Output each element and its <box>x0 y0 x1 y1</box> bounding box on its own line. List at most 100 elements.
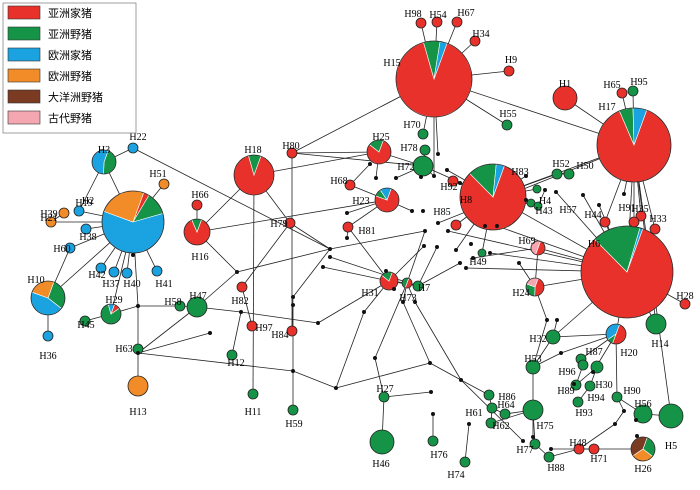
pie-slice <box>247 388 259 400</box>
haplotype-label: H66 <box>191 190 208 201</box>
haplotype-node-h35 <box>635 210 647 222</box>
haplotype-node-h55 <box>501 119 513 131</box>
legend-item-3: 欧洲家猪 <box>7 47 92 62</box>
node-outline <box>530 240 546 256</box>
haplotype-labels: H1H2H3H4H5H6H7H8H9H10H11H12H13H14H15H16H… <box>27 8 693 481</box>
median-vector-dot <box>410 209 414 213</box>
pie-slice <box>226 349 238 361</box>
haplotype-node-h25 <box>366 139 392 165</box>
median-vector-dot <box>471 256 475 260</box>
haplotype-label: H72 <box>397 162 414 173</box>
legend-item-1: 亚洲家猪 <box>7 5 92 20</box>
haplotype-label: H84 <box>271 330 288 341</box>
network-edge <box>241 286 253 327</box>
median-vector-dot <box>549 447 553 451</box>
median-vector-dot <box>428 361 432 365</box>
node-outline <box>459 163 527 231</box>
network-edge <box>402 301 431 364</box>
haplotype-label: H50 <box>576 161 593 172</box>
pie-slice <box>286 325 298 337</box>
haplotype-label: H34 <box>472 29 489 40</box>
haplotype-label: H42 <box>88 270 105 281</box>
median-vector-dot <box>521 439 525 443</box>
haplotype-node-h70 <box>417 128 429 140</box>
haplotype-node-h15 <box>395 40 473 118</box>
network-edge <box>335 311 365 389</box>
network-edge <box>231 311 242 356</box>
pie-slice <box>158 178 170 190</box>
median-vector-dot <box>597 203 601 207</box>
haplotype-label: H98 <box>404 9 421 20</box>
network-edge <box>417 246 438 287</box>
pie-slice <box>501 119 513 131</box>
median-vector-dot <box>239 310 243 314</box>
pie-slice <box>486 402 498 414</box>
haplotype-label: H70 <box>403 120 420 131</box>
node-outline <box>91 149 117 175</box>
haplotype-label: H86 <box>498 392 515 403</box>
median-vector-dot <box>458 181 462 185</box>
legend-swatch <box>7 68 41 83</box>
median-vector-dot <box>345 211 349 215</box>
pie-slice <box>95 262 107 274</box>
haplotype-label: H85 <box>433 207 450 218</box>
node-outline <box>596 107 672 183</box>
haplotype-label: H89 <box>557 386 574 397</box>
haplotype-label: H15 <box>383 58 400 69</box>
haplotype-node-h57 <box>533 201 543 211</box>
haplotype-node-h39 <box>58 207 70 219</box>
haplotype-node-h51 <box>158 178 170 190</box>
network-edge <box>317 280 390 324</box>
haplotype-label: H3 <box>98 145 110 156</box>
network-edge <box>417 262 461 287</box>
median-vector-dot <box>394 176 398 180</box>
haplotype-label: H81 <box>358 226 375 237</box>
pie-slice <box>451 16 463 28</box>
median-vector-dot <box>316 321 320 325</box>
median-vector-dot <box>368 162 372 166</box>
pie-slice <box>45 216 57 228</box>
haplotype-label: H51 <box>149 169 166 180</box>
median-vector-dot <box>446 229 450 233</box>
haplotype-label: H44 <box>584 210 601 221</box>
network-edge <box>347 226 390 282</box>
haplotype-label: H18 <box>244 145 261 156</box>
network-edge <box>253 151 380 176</box>
haplotype-node-h36 <box>42 330 54 342</box>
haplotype-label: H87 <box>585 347 602 358</box>
median-vector-dot <box>488 251 492 255</box>
network-edge <box>414 301 462 381</box>
median-vector-dot <box>328 255 332 259</box>
pie-slice <box>645 313 667 335</box>
pie-slice <box>525 359 541 375</box>
haplotype-node-h80 <box>286 147 298 159</box>
pie-slice <box>378 391 390 403</box>
median-vector-dot <box>445 168 449 172</box>
median-vector-dot <box>321 265 325 269</box>
node-outline <box>30 280 66 316</box>
pie-slice <box>427 435 439 447</box>
haplotype-node-h45 <box>79 315 91 327</box>
haplotype-node-h9 <box>503 65 515 77</box>
haplotype-label: H79 <box>270 219 287 230</box>
haplotype-node-h23 <box>374 187 400 213</box>
median-vector-dot <box>524 174 528 178</box>
haplotype-node-h41 <box>151 265 163 277</box>
haplotype-node-h13 <box>127 375 149 397</box>
haplotype-label: H4 <box>539 196 551 207</box>
pie-slice <box>649 223 661 235</box>
median-vector-dot <box>291 295 295 299</box>
haplotype-label: H67 <box>457 8 474 19</box>
network-edge <box>292 248 331 298</box>
pie-slice <box>563 168 575 180</box>
network-edge <box>252 174 255 395</box>
haplotype-label: H94 <box>587 393 604 404</box>
haplotype-label: H82 <box>231 296 248 307</box>
haplotype-label: H48 <box>569 438 586 449</box>
haplotype-node-h49 <box>477 248 487 258</box>
median-vector-dot <box>545 318 549 322</box>
haplotype-label: H71 <box>590 454 607 465</box>
pie-slice <box>127 375 149 397</box>
pie-slice <box>532 184 542 194</box>
haplotype-node-h76 <box>427 435 439 447</box>
